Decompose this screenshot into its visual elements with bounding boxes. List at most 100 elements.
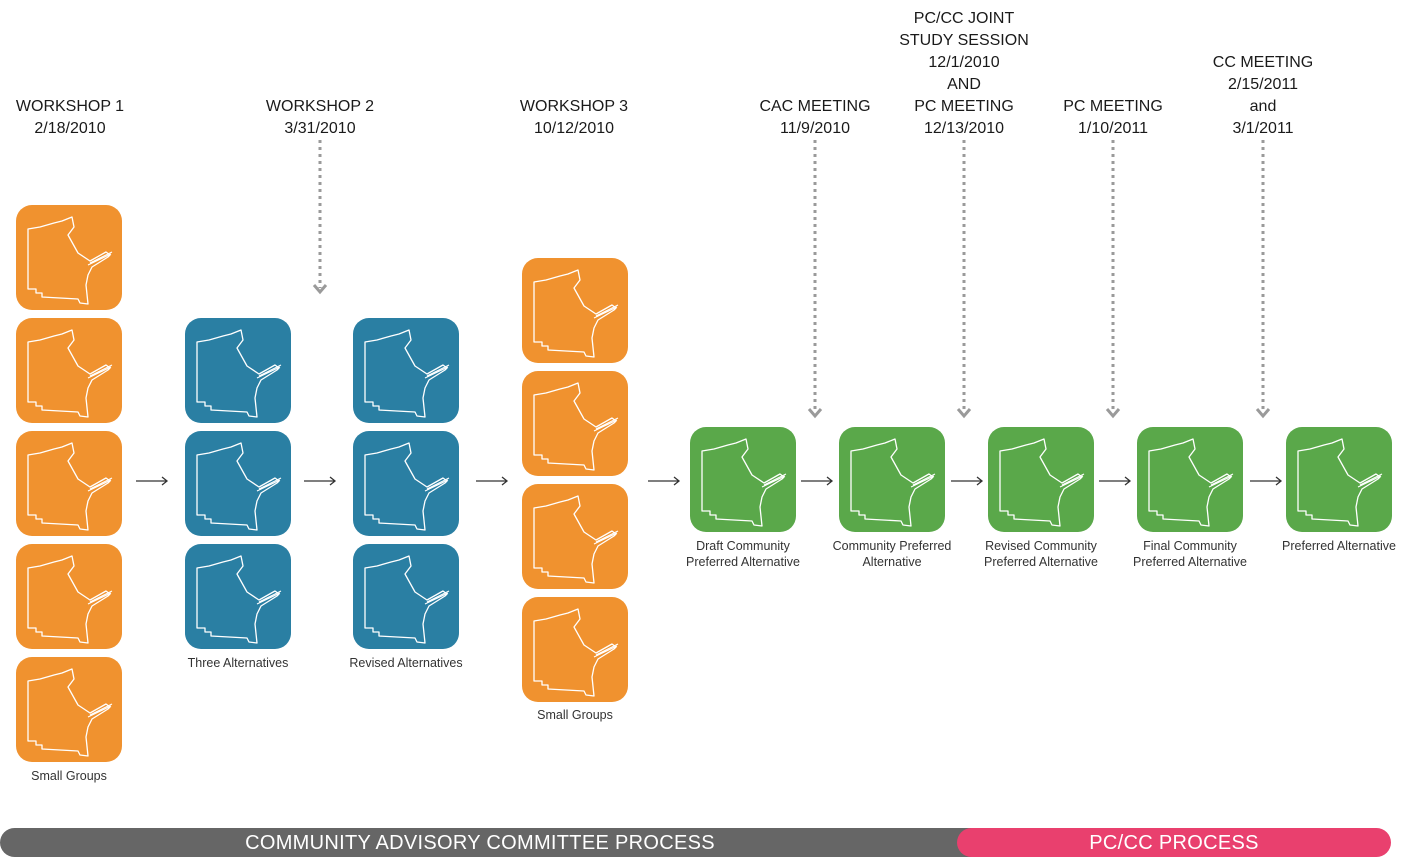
- caption-line: Three Alternatives: [187, 656, 289, 670]
- event-line: 11/9/2010: [780, 120, 850, 137]
- event-line: WORKSHOP 3: [519, 98, 629, 115]
- site-outline-icon: [27, 555, 113, 644]
- caption-community-preferred: Community Preferred Alternative: [822, 538, 962, 570]
- site-outline-icon: [533, 495, 619, 584]
- map-tile-workshop-1: [16, 318, 122, 423]
- map-tile-revised-alternatives: [353, 318, 459, 423]
- caption-line: Alternative: [862, 555, 922, 569]
- site-outline-icon: [196, 555, 282, 644]
- caption-line: Draft Community: [696, 539, 790, 553]
- map-tile-preferred-alternative: [1286, 427, 1392, 532]
- event-workshop-2: WORKSHOP 2 3/31/2010: [250, 96, 390, 140]
- caption-small-groups-1: Small Groups: [0, 768, 138, 784]
- caption-draft-community: Draft Community Preferred Alternative: [673, 538, 813, 570]
- site-outline-icon: [27, 442, 113, 531]
- flow-arrow-icon: [800, 475, 834, 487]
- caption-line: Small Groups: [537, 708, 613, 722]
- site-outline-icon: [533, 382, 619, 471]
- caption-final-community: Final Community Preferred Alternative: [1117, 538, 1263, 570]
- map-tile-workshop-3: [522, 371, 628, 476]
- event-line: 10/12/2010: [533, 120, 615, 137]
- map-tile-workshop-3: [522, 597, 628, 702]
- caption-line: Revised Alternatives: [349, 656, 463, 670]
- event-line: 2/18/2010: [34, 120, 106, 137]
- map-tile-workshop-3: [522, 258, 628, 363]
- caption-revised-community: Revised Community Preferred Alternative: [968, 538, 1114, 570]
- site-outline-icon: [364, 329, 450, 418]
- site-outline-icon: [1148, 438, 1234, 527]
- dashed-connector-cc-meeting: [1255, 140, 1271, 419]
- event-pc-meeting: PC MEETING 1/10/2011: [1043, 96, 1183, 140]
- dashed-connector-joint-session: [956, 140, 972, 419]
- event-line: and: [1249, 98, 1277, 115]
- event-joint-study-session: PC/CC JOINT STUDY SESSION 12/1/2010 AND …: [894, 8, 1034, 140]
- caption-line: Revised Community: [985, 539, 1097, 553]
- caption-line: Preferred Alternative: [686, 555, 800, 569]
- caption-line: Preferred Alternative: [984, 555, 1098, 569]
- event-workshop-3: WORKSHOP 3 10/12/2010: [504, 96, 644, 140]
- dashed-connector-cac-meeting: [807, 140, 823, 419]
- site-outline-icon: [533, 269, 619, 358]
- event-cc-meeting: CC MEETING 2/15/2011 and 3/1/2011: [1193, 52, 1333, 140]
- site-outline-icon: [196, 329, 282, 418]
- site-outline-icon: [364, 442, 450, 531]
- caption-line: Small Groups: [31, 769, 107, 783]
- map-tile-workshop-1: [16, 544, 122, 649]
- site-outline-icon: [533, 608, 619, 697]
- site-outline-icon: [27, 216, 113, 305]
- site-outline-icon: [850, 438, 936, 527]
- event-line: PC MEETING: [914, 98, 1014, 115]
- event-line: STUDY SESSION: [899, 32, 1029, 49]
- flow-arrow-icon: [1249, 475, 1283, 487]
- map-tile-workshop-1: [16, 205, 122, 310]
- flow-arrow-icon: [475, 475, 509, 487]
- event-line: WORKSHOP 1: [15, 98, 125, 115]
- event-cac-meeting: CAC MEETING 11/9/2010: [745, 96, 885, 140]
- caption-line: Preferred Alternative: [1133, 555, 1247, 569]
- event-line: PC MEETING: [1063, 98, 1163, 115]
- map-tile-three-alternatives: [185, 544, 291, 649]
- map-tile-revised-alternatives: [353, 544, 459, 649]
- event-line: 3/1/2011: [1232, 120, 1294, 137]
- caption-revised-alternatives: Revised Alternatives: [336, 655, 476, 671]
- event-line: 2/15/2011: [1228, 76, 1298, 93]
- map-tile-workshop-1: [16, 657, 122, 762]
- map-tile-workshop-3: [522, 484, 628, 589]
- site-outline-icon: [27, 329, 113, 418]
- event-line: 1/10/2011: [1078, 120, 1148, 137]
- event-workshop-1: WORKSHOP 1 2/18/2010: [0, 96, 140, 140]
- caption-line: Community Preferred: [832, 539, 952, 553]
- map-tile-community-preferred: [839, 427, 945, 532]
- flow-arrow-icon: [303, 475, 337, 487]
- caption-small-groups-3: Small Groups: [505, 707, 645, 723]
- site-outline-icon: [27, 668, 113, 757]
- dashed-connector-pc-meeting: [1105, 140, 1121, 419]
- caption-preferred-alternative: Preferred Alternative: [1268, 538, 1410, 554]
- flow-arrow-icon: [135, 475, 169, 487]
- dashed-connector-workshop-2: [312, 140, 328, 295]
- event-line: PC/CC JOINT: [913, 10, 1015, 27]
- event-line: CAC MEETING: [759, 98, 871, 115]
- event-line: 12/1/2010: [928, 54, 1000, 71]
- event-line: 3/31/2010: [284, 120, 356, 137]
- map-tile-revised-community: [988, 427, 1094, 532]
- site-outline-icon: [196, 442, 282, 531]
- flow-arrow-icon: [647, 475, 681, 487]
- site-outline-icon: [1297, 438, 1383, 527]
- map-tile-three-alternatives: [185, 431, 291, 536]
- flow-arrow-icon: [1098, 475, 1132, 487]
- map-tile-three-alternatives: [185, 318, 291, 423]
- flow-arrow-icon: [950, 475, 984, 487]
- caption-line: Final Community: [1143, 539, 1237, 553]
- caption-line: Preferred Alternative: [1282, 539, 1396, 553]
- event-line: CC MEETING: [1212, 54, 1314, 71]
- map-tile-final-community: [1137, 427, 1243, 532]
- map-tile-workshop-1: [16, 431, 122, 536]
- cac-process-label: COMMUNITY ADVISORY COMMITTEE PROCESS: [245, 832, 715, 854]
- caption-three-alternatives: Three Alternatives: [168, 655, 308, 671]
- pccc-process-label: PC/CC PROCESS: [1089, 832, 1259, 854]
- site-outline-icon: [999, 438, 1085, 527]
- site-outline-icon: [701, 438, 787, 527]
- map-tile-draft-community: [690, 427, 796, 532]
